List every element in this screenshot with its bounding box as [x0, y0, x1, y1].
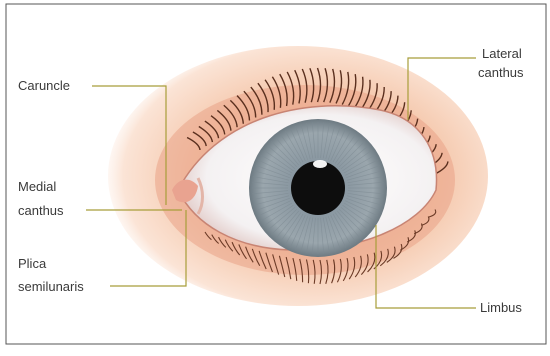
medial-canthus-label-line2: canthus [18, 203, 64, 219]
lateral-canthus-label-line2: canthus [478, 65, 524, 81]
lateral-canthus-label-line1: Lateral [482, 46, 522, 62]
pupil-highlight [313, 160, 327, 168]
limbus-label: Limbus [480, 300, 522, 316]
caruncle-label: Caruncle [18, 78, 70, 94]
plica-label-line2: semilunaris [18, 279, 84, 295]
medial-canthus-label-line1: Medial [18, 179, 56, 195]
plica-label-line1: Plica [18, 256, 46, 272]
pupil [291, 161, 345, 215]
